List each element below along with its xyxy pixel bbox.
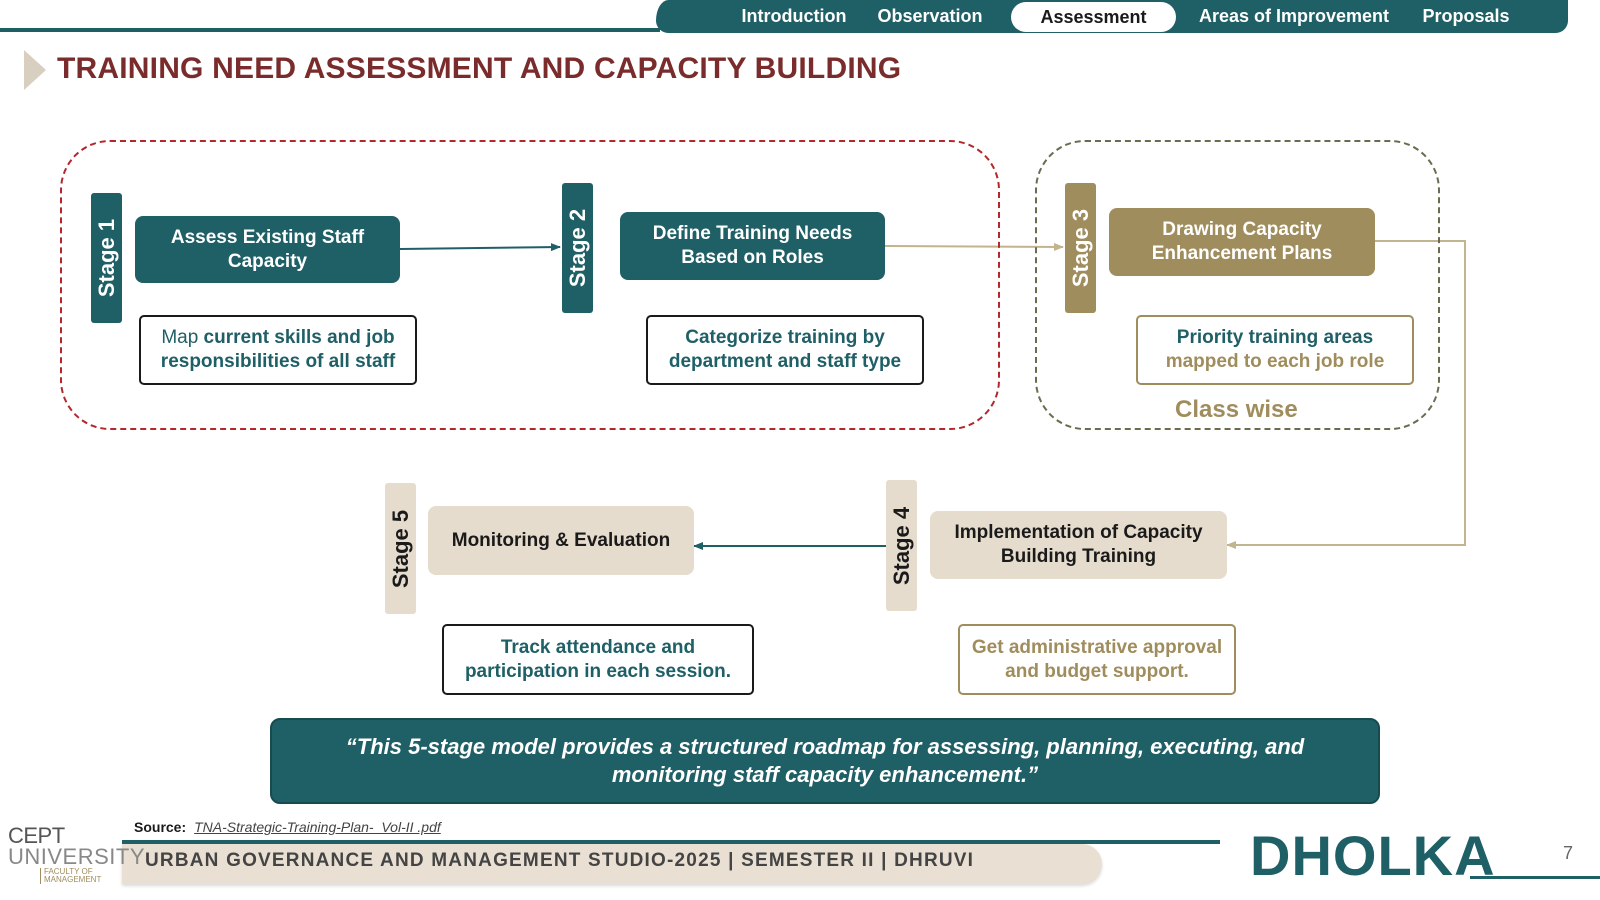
- stage-1-description: Map current skills and job responsibilit…: [139, 315, 417, 385]
- top-navigation: Introduction Observation Assessment Area…: [656, 0, 1568, 33]
- stage-3-process: Drawing Capacity Enhancement Plans: [1109, 208, 1375, 276]
- arrow-stage1-to-stage2: [399, 243, 561, 252]
- stage-1-desc-light: Map: [161, 327, 199, 348]
- stage-4-description: Get administrative approval and budget s…: [958, 624, 1236, 695]
- footer-studio-text: URBAN GOVERNANCE AND MANAGEMENT STUDIO-2…: [145, 850, 975, 871]
- class-wise-label: Class wise: [1175, 396, 1298, 423]
- nav-tab-observation[interactable]: Observation: [877, 6, 983, 26]
- stage-3-desc-line2: mapped to each job role: [1165, 351, 1385, 372]
- arrow-stage3-to-stage4: [1226, 240, 1466, 549]
- nav-tab-proposals[interactable]: Proposals: [1422, 6, 1510, 26]
- stage-3-description: Priority training areas mapped to each jo…: [1136, 315, 1414, 385]
- footer-bar: [122, 844, 1102, 884]
- stage-3-desc-line1: Priority training areas: [1176, 327, 1374, 348]
- stage-2-tag: Stage 2: [562, 183, 593, 313]
- stage-3-tag: Stage 3: [1065, 183, 1096, 313]
- stage-2-process: Define Training Needs Based on Roles: [620, 212, 885, 280]
- stage-1-tag: Stage 1: [91, 193, 122, 323]
- footer-place-name: DHOLKA: [1250, 824, 1496, 887]
- nav-tab-introduction[interactable]: Introduction: [741, 6, 847, 26]
- footer-place-underline: [1470, 876, 1600, 879]
- stage-5-description: Track attendance and participation in ea…: [442, 624, 754, 695]
- stage-4-process: Implementation of Capacity Building Trai…: [930, 511, 1227, 579]
- title-arrow-icon: [24, 50, 46, 90]
- arrow-stage2-to-stage3: [884, 242, 1064, 251]
- stage-2-description: Categorize training by department and st…: [646, 315, 924, 385]
- group-stage1-2: [60, 140, 1000, 430]
- stage-1-process: Assess Existing Staff Capacity: [135, 216, 400, 283]
- cept-university-logo: CEPT UNIVERSITY FACULTY OF MANAGEMENT: [8, 823, 146, 884]
- group-stage3: [1035, 140, 1440, 430]
- source-link[interactable]: TNA-Strategic-Training-Plan-_Vol-II .pdf: [194, 819, 441, 835]
- footer-divider-line: [122, 840, 1220, 844]
- page-number: 7: [1563, 843, 1574, 863]
- nav-tab-assessment[interactable]: Assessment: [1011, 2, 1176, 32]
- stage-4-tag: Stage 4: [886, 480, 917, 611]
- stage-5-tag: Stage 5: [385, 483, 416, 614]
- page-title: TRAINING NEED ASSESSMENT AND CAPACITY BU…: [57, 52, 902, 85]
- nav-tab-areas-of-improvement[interactable]: Areas of Improvement: [1198, 6, 1390, 26]
- summary-quote: “This 5-stage model provides a structure…: [270, 718, 1380, 804]
- stage-1-desc-bold: current skills and job responsibilities …: [160, 327, 396, 372]
- top-divider-line: [0, 28, 660, 32]
- source-citation: Source:TNA-Strategic-Training-Plan-_Vol-…: [134, 819, 441, 835]
- stage-5-process: Monitoring & Evaluation: [428, 506, 694, 575]
